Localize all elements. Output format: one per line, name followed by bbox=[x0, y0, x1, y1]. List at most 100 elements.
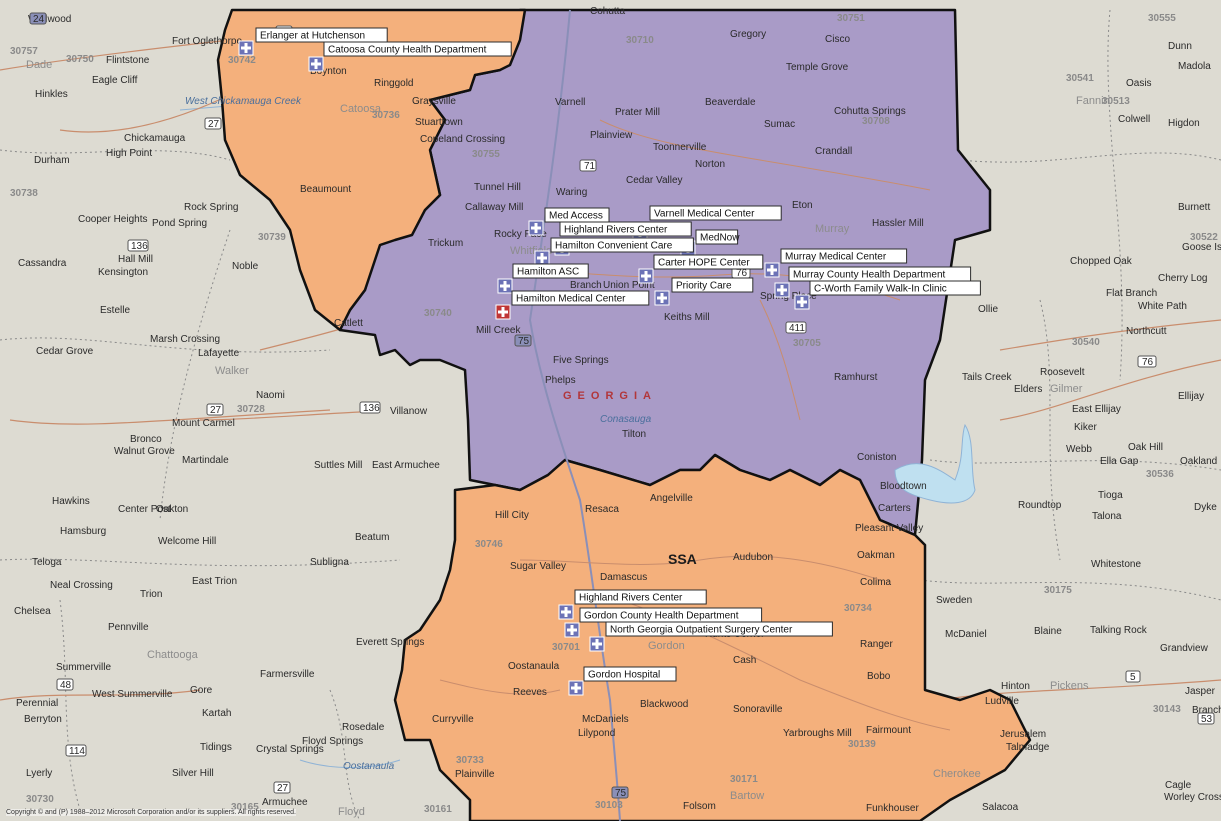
svg-text:30701: 30701 bbox=[552, 642, 580, 653]
route-shield: 27 bbox=[206, 403, 224, 416]
hospital-cross-icon[interactable] bbox=[794, 294, 810, 310]
svg-text:114: 114 bbox=[69, 746, 85, 757]
svg-text:Silver Hill: Silver Hill bbox=[172, 768, 214, 779]
svg-text:Northcutt: Northcutt bbox=[1126, 326, 1167, 337]
svg-text:30736: 30736 bbox=[372, 110, 400, 121]
svg-text:30730: 30730 bbox=[26, 794, 54, 805]
svg-text:30757: 30757 bbox=[10, 46, 38, 57]
facility-name: Hamilton Medical Center bbox=[516, 294, 626, 305]
svg-text:Oakland: Oakland bbox=[1180, 456, 1217, 467]
svg-text:24: 24 bbox=[33, 14, 45, 25]
svg-text:Curryville: Curryville bbox=[432, 714, 474, 725]
svg-text:Eton: Eton bbox=[792, 200, 813, 211]
svg-text:Gregory: Gregory bbox=[730, 29, 766, 40]
svg-text:Jasper: Jasper bbox=[1185, 686, 1216, 697]
svg-text:Sonoraville: Sonoraville bbox=[733, 704, 783, 715]
facility-marker[interactable]: Hamilton Convenient Care bbox=[534, 237, 694, 266]
hospital-cross-icon[interactable] bbox=[534, 250, 550, 266]
svg-text:Tidings: Tidings bbox=[200, 742, 232, 753]
hospital-cross-icon[interactable] bbox=[589, 636, 605, 652]
svg-text:27: 27 bbox=[208, 119, 220, 130]
facility-marker[interactable]: Gordon County Health Department bbox=[564, 607, 763, 638]
svg-text:Gilmer: Gilmer bbox=[1050, 383, 1083, 395]
svg-text:30751: 30751 bbox=[837, 13, 865, 24]
svg-text:Estelle: Estelle bbox=[100, 305, 130, 316]
svg-text:Lafayette: Lafayette bbox=[198, 348, 240, 359]
facility-name: Gordon County Health Department bbox=[584, 611, 739, 622]
route-shield: 411 bbox=[785, 321, 807, 334]
facility-marker[interactable]: Carter HOPE Center bbox=[638, 254, 764, 284]
svg-text:Ranger: Ranger bbox=[860, 639, 893, 650]
svg-text:West Chickamauga Creek: West Chickamauga Creek bbox=[185, 96, 302, 107]
svg-text:Fairmount: Fairmount bbox=[866, 725, 911, 736]
hospital-cross-icon[interactable] bbox=[495, 304, 511, 320]
hospital-cross-icon[interactable] bbox=[238, 40, 254, 56]
svg-text:Flat Branch: Flat Branch bbox=[1106, 288, 1157, 299]
svg-text:Oak Hill: Oak Hill bbox=[1128, 442, 1163, 453]
svg-text:30740: 30740 bbox=[424, 308, 452, 319]
facility-name: North Georgia Outpatient Surgery Center bbox=[610, 625, 793, 636]
svg-text:Dade: Dade bbox=[26, 59, 52, 71]
facility-marker[interactable]: Catoosa County Health Department bbox=[308, 41, 512, 72]
facility-marker[interactable]: Med Access bbox=[528, 207, 610, 236]
svg-text:Norton: Norton bbox=[695, 159, 725, 170]
svg-text:Pennville: Pennville bbox=[108, 622, 149, 633]
svg-text:Marsh Crossing: Marsh Crossing bbox=[150, 334, 220, 345]
svg-text:Wildwood: Wildwood bbox=[28, 14, 71, 25]
facility-marker[interactable]: C-Worth Family Walk-In Clinic bbox=[794, 280, 981, 310]
facility-marker[interactable]: Priority Care bbox=[654, 277, 754, 306]
hospital-cross-icon[interactable] bbox=[528, 220, 544, 236]
svg-text:Burnett: Burnett bbox=[1178, 202, 1210, 213]
svg-text:Colima: Colima bbox=[860, 577, 892, 588]
svg-text:5: 5 bbox=[1130, 672, 1136, 683]
svg-text:30522: 30522 bbox=[1190, 232, 1218, 243]
svg-text:Cisco: Cisco bbox=[825, 34, 850, 45]
facility-marker[interactable]: Hamilton Medical Center bbox=[495, 290, 650, 320]
facility-marker[interactable]: Gordon Hospital bbox=[568, 666, 677, 696]
facility-marker[interactable]: Murray Medical Center bbox=[764, 248, 908, 278]
svg-text:Chickamauga: Chickamauga bbox=[124, 133, 186, 144]
hospital-cross-icon[interactable] bbox=[654, 290, 670, 306]
facility-marker[interactable]: Murray County Health Department bbox=[774, 266, 972, 298]
hospital-cross-icon[interactable] bbox=[308, 56, 324, 72]
svg-text:Plainville: Plainville bbox=[455, 769, 495, 780]
hospital-cross-icon[interactable] bbox=[497, 278, 513, 294]
svg-text:30705: 30705 bbox=[793, 338, 821, 349]
svg-text:Carters: Carters bbox=[878, 503, 911, 514]
facility-marker[interactable]: Erlanger at Hutchenson bbox=[238, 27, 388, 56]
facility-name: Med Access bbox=[549, 211, 603, 222]
route-shield: 27 bbox=[204, 117, 222, 130]
hospital-cross-icon[interactable] bbox=[774, 282, 790, 298]
svg-text:Fort Oglethorpe: Fort Oglethorpe bbox=[172, 36, 242, 47]
svg-text:Talona: Talona bbox=[1092, 511, 1122, 522]
svg-text:Ramhurst: Ramhurst bbox=[834, 372, 878, 383]
facility-callout bbox=[512, 263, 589, 279]
hospital-cross-icon[interactable] bbox=[568, 680, 584, 696]
svg-text:Bloodtown: Bloodtown bbox=[880, 481, 927, 492]
hospital-cross-icon[interactable] bbox=[764, 262, 780, 278]
facility-marker[interactable]: North Georgia Outpatient Surgery Center bbox=[589, 621, 833, 652]
svg-text:Crandall: Crandall bbox=[815, 146, 852, 157]
svg-text:Armuchee: Armuchee bbox=[262, 797, 308, 808]
svg-text:McDaniel: McDaniel bbox=[945, 629, 987, 640]
route-shield: 71 bbox=[579, 159, 597, 172]
svg-text:Bronco: Bronco bbox=[130, 434, 162, 445]
svg-text:Rocky Face: Rocky Face bbox=[494, 229, 547, 240]
svg-text:76: 76 bbox=[736, 268, 748, 279]
svg-text:136: 136 bbox=[363, 403, 380, 414]
svg-text:Tails Creek: Tails Creek bbox=[962, 372, 1012, 383]
svg-text:Talmadge: Talmadge bbox=[1006, 742, 1050, 753]
carters-lake bbox=[894, 423, 976, 504]
svg-text:Graysville: Graysville bbox=[412, 96, 456, 107]
svg-text:Chattooga: Chattooga bbox=[147, 649, 199, 661]
svg-text:Dyke: Dyke bbox=[1194, 502, 1217, 513]
svg-text:30175: 30175 bbox=[1044, 585, 1072, 596]
svg-text:Villanow: Villanow bbox=[390, 406, 428, 417]
facility-marker[interactable]: Highland Rivers Center bbox=[558, 589, 707, 620]
hospital-cross-icon[interactable] bbox=[638, 268, 654, 284]
svg-text:Floyd Springs: Floyd Springs bbox=[302, 736, 363, 747]
facility-marker[interactable]: Hamilton ASC bbox=[497, 263, 589, 294]
hospital-cross-icon[interactable] bbox=[558, 604, 574, 620]
hospital-cross-icon[interactable] bbox=[564, 622, 580, 638]
